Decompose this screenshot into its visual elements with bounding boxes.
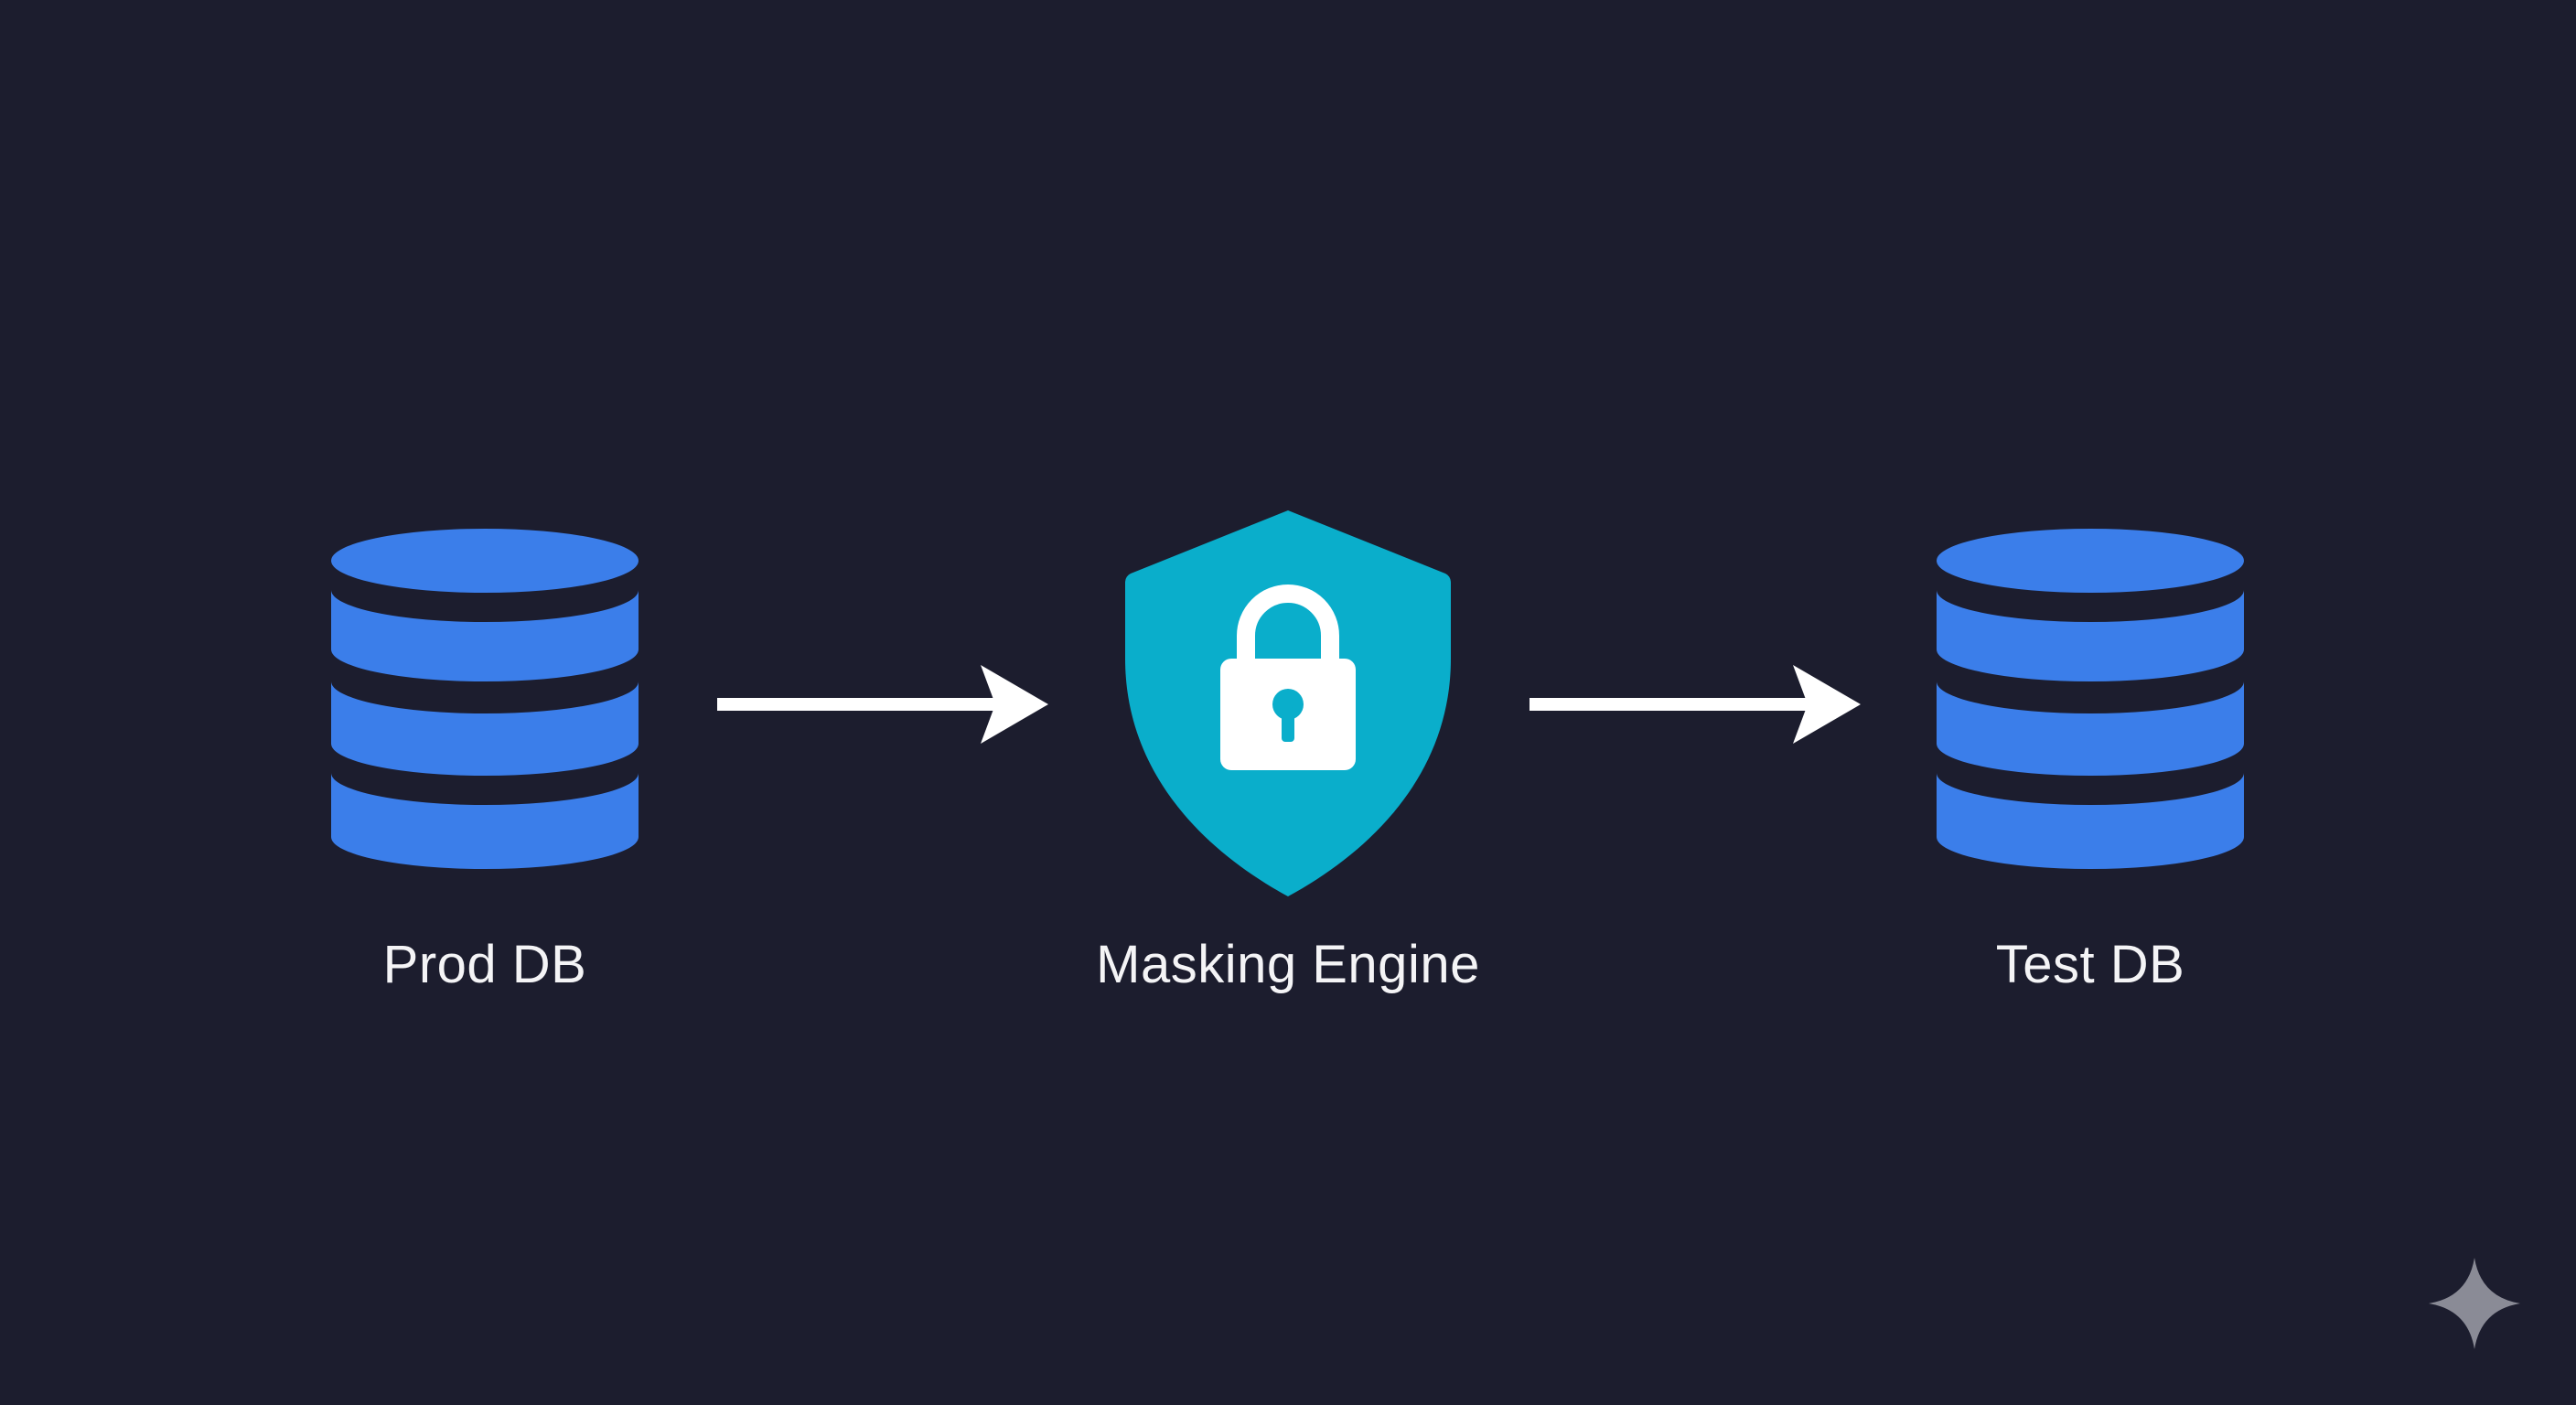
node-masking-engine: Masking Engine	[1014, 508, 1562, 1020]
node-test-db: Test DB	[1816, 508, 2365, 1020]
arrow-right-icon	[1530, 665, 1861, 744]
database-icon	[331, 529, 639, 869]
node-prod-db: Prod DB	[210, 508, 759, 1020]
shield-lock-icon	[1125, 510, 1451, 896]
arrow-right-icon	[717, 665, 1048, 744]
sparkle-icon	[2429, 1258, 2520, 1349]
database-icon	[1937, 529, 2244, 869]
node-label-masking-engine: Masking Engine	[1096, 935, 1480, 994]
node-label-prod-db: Prod DB	[382, 935, 587, 994]
node-label-test-db: Test DB	[1995, 935, 2185, 994]
